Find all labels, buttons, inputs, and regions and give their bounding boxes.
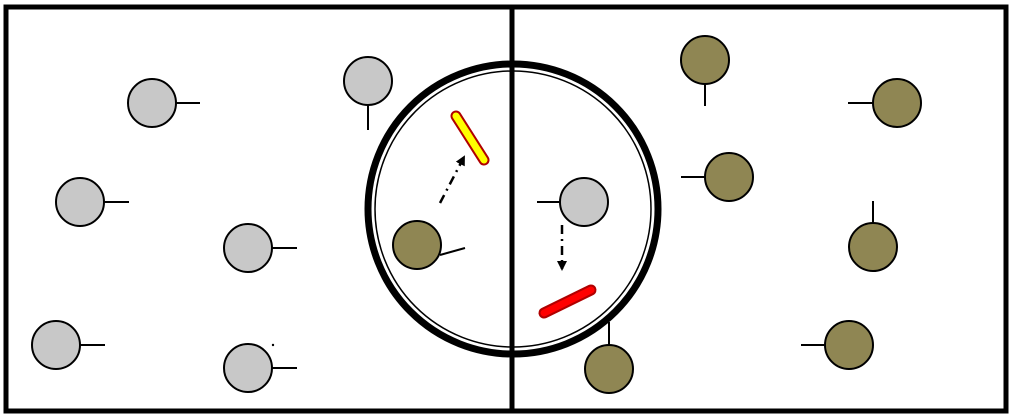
center-circle bbox=[368, 64, 658, 354]
